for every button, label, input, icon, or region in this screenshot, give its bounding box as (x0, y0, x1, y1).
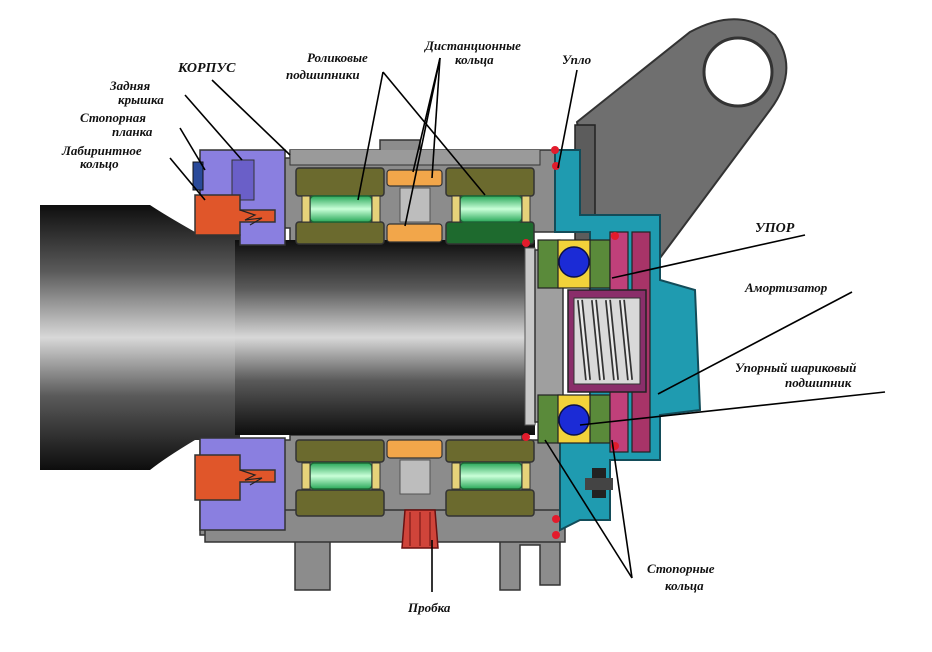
label-roller-bearings: Роликовые (307, 50, 368, 65)
label-plug: Пробка (407, 600, 451, 615)
bolt (585, 468, 613, 498)
roller-bearing-upper-left (295, 167, 385, 245)
label-spacer-rings: Дистанционные (424, 38, 521, 53)
label-labyrinth-ring: Лабиринтное (61, 143, 142, 158)
label-shock-absorber: Амортизатор (744, 280, 828, 295)
label-rear-cover-2: крышка (118, 92, 164, 107)
label-korpus: КОРПУС (177, 61, 236, 76)
label-rear-cover: Задняя (109, 78, 150, 93)
roller-bearing-lower-right (445, 439, 535, 517)
shaft (40, 205, 564, 470)
label-thrust-ball-bearing: Упорный шариковый (735, 360, 856, 375)
spacer-ring-lower (386, 439, 443, 495)
label-spacer-rings-2: кольца (455, 52, 494, 67)
label-thrust-ball-bearing-2: подшипник (785, 375, 852, 390)
labels: КОРПУС Задняя крышка Стопорная планка Ла… (61, 38, 856, 615)
labyrinth-ring (192, 161, 276, 501)
drain-plug (401, 509, 439, 549)
shock-absorber (567, 289, 647, 393)
roller-bearing-upper-right (445, 167, 535, 245)
label-labyrinth-ring-2: кольцо (80, 156, 119, 171)
label-upor: УПОР (755, 221, 795, 236)
label-lock-rings-2: кольца (665, 578, 704, 593)
roller-bearing-lower-left (295, 439, 385, 517)
leader-lines (169, 57, 886, 592)
label-lock-rings: Стопорные (647, 561, 715, 576)
label-lock-plate: Стопорная (80, 110, 146, 125)
label-roller-bearings-2: подшипники (286, 67, 360, 82)
label-seal: Упло (562, 52, 592, 67)
label-lock-plate-2: планка (112, 124, 153, 139)
spacer-ring-upper (386, 169, 443, 243)
